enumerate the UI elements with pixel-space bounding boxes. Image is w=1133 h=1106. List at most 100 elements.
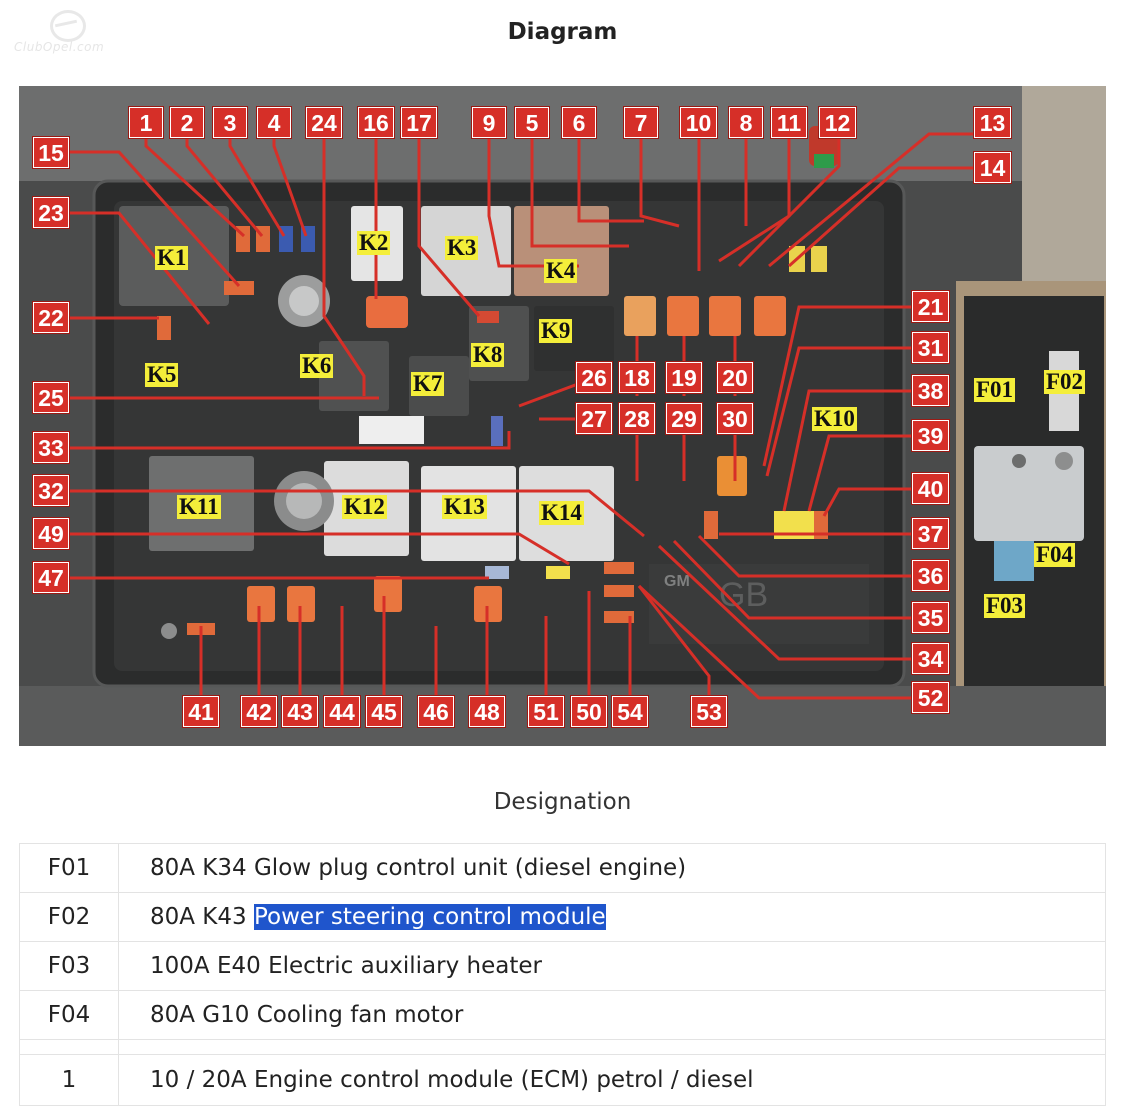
callout-23: 23 xyxy=(33,197,69,228)
fuse-rating: 80A K34 xyxy=(150,855,247,881)
relay-label-k9: K9 xyxy=(539,318,573,343)
fuse-code: F04 xyxy=(19,990,119,1040)
callout-25: 25 xyxy=(33,382,69,413)
callout-16: 16 xyxy=(358,107,394,138)
relay-label-k10: K10 xyxy=(812,406,857,431)
fuse-description: 80A K43 Power steering control module xyxy=(118,892,1106,942)
callout-53: 53 xyxy=(691,696,727,727)
callout-33: 33 xyxy=(33,432,69,463)
callout-13: 13 xyxy=(974,107,1011,138)
table-row: F02 80A K43 Power steering control modul… xyxy=(19,892,1106,942)
callout-9: 9 xyxy=(472,107,506,138)
callout-48: 48 xyxy=(469,696,505,727)
fuse-description: 100A E40 Electric auxiliary heater xyxy=(118,941,1106,991)
relay-label-k13: K13 xyxy=(442,494,487,519)
fuse-rating: 100A E40 xyxy=(150,953,261,979)
callout-4: 4 xyxy=(257,107,291,138)
callout-2: 2 xyxy=(170,107,204,138)
callout-51: 51 xyxy=(528,696,564,727)
callout-29: 29 xyxy=(666,403,702,434)
callout-11: 11 xyxy=(771,107,807,138)
callout-32: 32 xyxy=(33,475,69,506)
fuse-rating: 80A G10 xyxy=(150,1002,250,1028)
fuse-rating: 10 / 20A xyxy=(150,1067,247,1093)
callout-3: 3 xyxy=(213,107,247,138)
callout-54: 54 xyxy=(612,696,648,727)
watermark-text: ClubOpel.com xyxy=(14,40,105,54)
main-fuse-label-f02: F02 xyxy=(1044,369,1086,394)
fuse-circuit: Glow plug control unit (diesel engine) xyxy=(253,855,687,881)
callout-52: 52 xyxy=(912,682,949,713)
fuse-code: F02 xyxy=(19,892,119,942)
fuse-code: 1 xyxy=(19,1054,119,1106)
callout-19: 19 xyxy=(666,362,702,393)
relay-label-k2: K2 xyxy=(357,230,391,255)
main-fuse-label-f04: F04 xyxy=(1034,542,1076,567)
callout-21: 21 xyxy=(912,291,949,322)
svg-text:GM: GM xyxy=(664,573,690,590)
fuse-code: F03 xyxy=(19,941,119,991)
opel-logo-icon xyxy=(50,10,86,42)
callout-34: 34 xyxy=(912,643,949,674)
callout-36: 36 xyxy=(912,560,949,591)
callout-42: 42 xyxy=(241,696,277,727)
callout-44: 44 xyxy=(324,696,360,727)
callout-5: 5 xyxy=(515,107,549,138)
designation-heading: Designation xyxy=(493,789,632,815)
clubopel-watermark: ClubOpel.com xyxy=(14,6,124,58)
relay-label-k7: K7 xyxy=(411,371,445,396)
callout-49: 49 xyxy=(33,518,69,549)
relay-label-k3: K3 xyxy=(445,235,479,260)
fuse-box-diagram: GM GB xyxy=(19,86,1106,746)
callout-43: 43 xyxy=(282,696,318,727)
fuse-circuit: Cooling fan motor xyxy=(256,1002,464,1028)
fuse-circuit: Engine control module (ECM) petrol / die… xyxy=(253,1067,754,1093)
fuse-description: 10 / 20A Engine control module (ECM) pet… xyxy=(118,1054,1106,1106)
callout-24: 24 xyxy=(306,107,342,138)
callout-15: 15 xyxy=(33,137,69,168)
table-row: 1 10 / 20A Engine control module (ECM) p… xyxy=(19,1054,1106,1106)
callout-50: 50 xyxy=(571,696,607,727)
relay-label-k4: K4 xyxy=(544,258,578,283)
fuse-description xyxy=(118,1039,1106,1055)
table-row: F03 100A E40 Electric auxiliary heater xyxy=(19,941,1106,991)
callout-7: 7 xyxy=(624,107,658,138)
callout-45: 45 xyxy=(366,696,402,727)
relay-label-k6: K6 xyxy=(300,353,334,378)
callout-28: 28 xyxy=(619,403,655,434)
diagram-heading: Diagram xyxy=(507,19,618,45)
relay-label-k1: K1 xyxy=(155,245,189,270)
callout-1: 1 xyxy=(129,107,163,138)
callout-47: 47 xyxy=(33,562,69,593)
fuse-description: 80A G10 Cooling fan motor xyxy=(118,990,1106,1040)
main-fuse-label-f03: F03 xyxy=(984,593,1026,618)
fuse-description: 80A K34 Glow plug control unit (diesel e… xyxy=(118,843,1106,893)
relay-label-k11: K11 xyxy=(177,494,221,519)
callout-17: 17 xyxy=(401,107,437,138)
callout-37: 37 xyxy=(912,518,949,549)
callout-8: 8 xyxy=(729,107,763,138)
callout-26: 26 xyxy=(576,362,612,393)
relay-label-k8: K8 xyxy=(471,342,505,367)
selected-text-highlight[interactable]: Power steering control module xyxy=(253,904,606,930)
relay-label-k5: K5 xyxy=(145,362,179,387)
fuse-rating: 80A K43 xyxy=(150,904,247,930)
fuse-box-photo: GM GB xyxy=(19,86,1106,746)
table-row: F04 80A G10 Cooling fan motor xyxy=(19,990,1106,1040)
callout-22: 22 xyxy=(33,302,69,333)
callout-38: 38 xyxy=(912,375,949,406)
table-row: F01 80A K34 Glow plug control unit (dies… xyxy=(19,843,1106,893)
main-fuse-label-f01: F01 xyxy=(974,377,1016,402)
fuse-code: F01 xyxy=(19,843,119,893)
fuse-code xyxy=(19,1039,119,1055)
callout-35: 35 xyxy=(912,602,949,633)
callout-46: 46 xyxy=(418,696,454,727)
callout-18: 18 xyxy=(619,362,655,393)
callout-10: 10 xyxy=(680,107,717,138)
callout-14: 14 xyxy=(974,152,1011,183)
callout-40: 40 xyxy=(912,473,949,504)
callout-6: 6 xyxy=(562,107,596,138)
callout-20: 20 xyxy=(717,362,753,393)
callout-12: 12 xyxy=(819,107,856,138)
callout-41: 41 xyxy=(183,696,219,727)
